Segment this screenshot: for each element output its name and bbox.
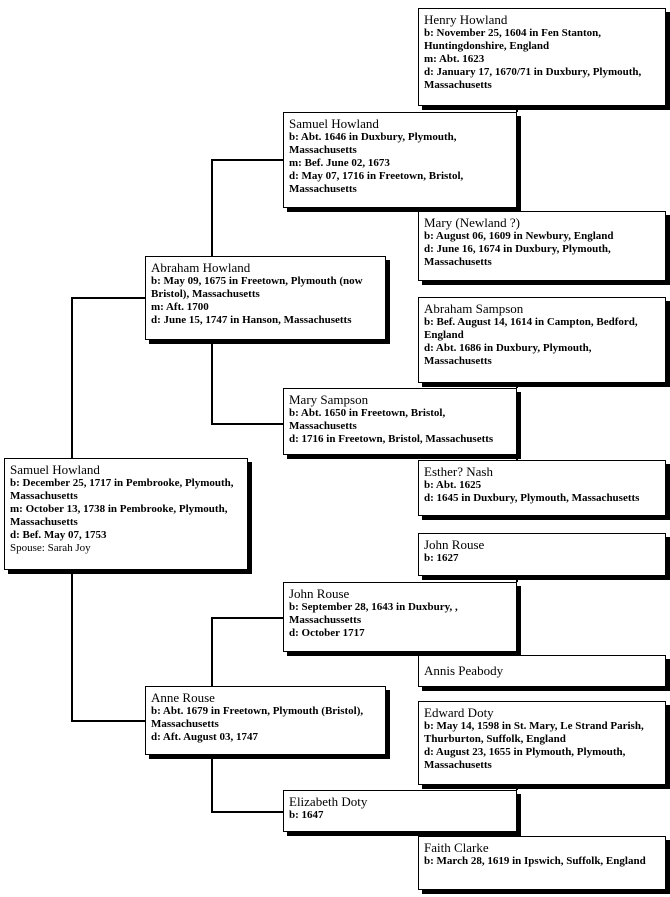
- death-line: d: May 07, 1716 in Freetown, Bristol, Ma…: [289, 170, 464, 195]
- connector-anne-mother: [211, 755, 283, 813]
- birth-line: b: December 25, 1717 in Pembrooke, Plymo…: [10, 477, 234, 502]
- birth-line: b: November 25, 1604 in Fen Stanton, Hun…: [424, 27, 602, 52]
- death-line: d: 1716 in Freetown, Bristol, Massachuse…: [289, 433, 494, 445]
- connector-samuel-parents: [71, 297, 145, 458]
- person-john-rouse-1627[interactable]: John Rouse b: 1627: [418, 533, 666, 576]
- spouse-line: Spouse: Sarah Joy: [10, 542, 91, 554]
- person-details: b: May 14, 1598 in St. Mary, Le Strand P…: [424, 720, 661, 772]
- person-name: Esther? Nash: [424, 464, 493, 479]
- birth-line: b: Abt. 1625: [424, 479, 482, 491]
- death-line: d: June 15, 1747 in Hanson, Massachusett…: [151, 314, 352, 326]
- person-annis-peabody[interactable]: Annis Peabody: [418, 655, 666, 687]
- person-samuel-howland-1717[interactable]: Samuel Howland b: December 25, 1717 in P…: [4, 458, 248, 570]
- person-details: b: Abt. 1650 in Freetown, Bristol, Massa…: [289, 407, 512, 446]
- death-line: d: Aft. August 03, 1747: [151, 731, 258, 743]
- birth-line: b: March 28, 1619 in Ipswich, Suffolk, E…: [424, 855, 646, 867]
- person-details: b: Bef. August 14, 1614 in Campton, Bedf…: [424, 316, 661, 368]
- birth-line: b: Abt. 1650 in Freetown, Bristol, Massa…: [289, 407, 446, 432]
- birth-line: b: Bef. August 14, 1614 in Campton, Bedf…: [424, 316, 638, 341]
- person-name: John Rouse: [289, 586, 350, 601]
- person-name: Henry Howland: [424, 12, 508, 27]
- birth-line: b: Abt. 1679 in Freetown, Plymouth (Bris…: [151, 705, 364, 730]
- person-name: Elizabeth Doty: [289, 794, 368, 809]
- person-name: Faith Clarke: [424, 840, 489, 855]
- person-details: b: September 28, 1643 in Duxbury, , Mass…: [289, 601, 512, 640]
- person-details: b: March 28, 1619 in Ipswich, Suffolk, E…: [424, 855, 661, 868]
- person-details: b: Abt. 1679 in Freetown, Plymouth (Bris…: [151, 705, 381, 744]
- death-line: d: August 23, 1655 in Plymouth, Plymouth…: [424, 746, 626, 771]
- person-name: Samuel Howland: [10, 462, 100, 477]
- marriage-line: m: Abt. 1623: [424, 53, 485, 65]
- person-details: b: Abt. 1646 in Duxbury, Plymouth, Massa…: [289, 131, 512, 196]
- person-details: b: August 06, 1609 in Newbury, England d…: [424, 230, 661, 269]
- birth-line: b: August 06, 1609 in Newbury, England: [424, 230, 614, 242]
- death-line: d: June 16, 1674 in Duxbury, Plymouth, M…: [424, 243, 611, 268]
- person-edward-doty[interactable]: Edward Doty b: May 14, 1598 in St. Mary,…: [418, 701, 666, 785]
- person-name: Samuel Howland: [289, 116, 379, 131]
- person-name: Anne Rouse: [151, 690, 215, 705]
- person-details: b: November 25, 1604 in Fen Stanton, Hun…: [424, 27, 661, 92]
- death-line: d: October 1717: [289, 627, 365, 639]
- birth-line: b: Abt. 1646 in Duxbury, Plymouth, Massa…: [289, 131, 457, 156]
- person-name: Abraham Sampson: [424, 301, 524, 316]
- person-elizabeth-doty[interactable]: Elizabeth Doty b: 1647: [283, 790, 517, 832]
- birth-line: b: September 28, 1643 in Duxbury, , Mass…: [289, 601, 458, 626]
- person-anne-rouse[interactable]: Anne Rouse b: Abt. 1679 in Freetown, Ply…: [145, 686, 386, 755]
- death-line: d: Abt. 1686 in Duxbury, Plymouth, Massa…: [424, 342, 592, 367]
- birth-line: b: 1647: [289, 809, 324, 821]
- marriage-line: m: Aft. 1700: [151, 301, 209, 313]
- marriage-line: m: October 13, 1738 in Pembrooke, Plymou…: [10, 503, 228, 528]
- person-abraham-howland-1675[interactable]: Abraham Howland b: May 09, 1675 in Freet…: [145, 256, 386, 340]
- death-line: d: 1645 in Duxbury, Plymouth, Massachuse…: [424, 492, 640, 504]
- person-details: b: 1627: [424, 552, 661, 565]
- person-details: b: Abt. 1625 d: 1645 in Duxbury, Plymout…: [424, 479, 661, 505]
- person-mary-sampson[interactable]: Mary Sampson b: Abt. 1650 in Freetown, B…: [283, 388, 517, 455]
- person-esther-nash[interactable]: Esther? Nash b: Abt. 1625 d: 1645 in Dux…: [418, 460, 666, 516]
- person-name: Edward Doty: [424, 705, 494, 720]
- connector-abraham-father: [211, 159, 283, 256]
- person-faith-clarke[interactable]: Faith Clarke b: March 28, 1619 in Ipswic…: [418, 836, 666, 890]
- person-samuel-howland-1646[interactable]: Samuel Howland b: Abt. 1646 in Duxbury, …: [283, 112, 517, 208]
- person-name: Mary Sampson: [289, 392, 369, 407]
- person-john-rouse-1643[interactable]: John Rouse b: September 28, 1643 in Duxb…: [283, 582, 517, 652]
- marriage-line: m: Bef. June 02, 1673: [289, 157, 390, 169]
- death-line: d: Bef. May 07, 1753: [10, 529, 107, 541]
- person-abraham-sampson[interactable]: Abraham Sampson b: Bef. August 14, 1614 …: [418, 297, 666, 383]
- person-mary-newland[interactable]: Mary (Newland ?) b: August 06, 1609 in N…: [418, 211, 666, 281]
- birth-line: b: 1627: [424, 552, 459, 564]
- person-henry-howland[interactable]: Henry Howland b: November 25, 1604 in Fe…: [418, 8, 666, 106]
- death-line: d: January 17, 1670/71 in Duxbury, Plymo…: [424, 66, 642, 91]
- person-details: b: December 25, 1717 in Pembrooke, Plymo…: [10, 477, 243, 542]
- person-name: Annis Peabody: [424, 663, 504, 678]
- birth-line: b: May 09, 1675 in Freetown, Plymouth (n…: [151, 275, 363, 300]
- connector-samuel-mother: [71, 570, 145, 722]
- person-details: b: May 09, 1675 in Freetown, Plymouth (n…: [151, 275, 381, 327]
- connector-anne-father: [211, 617, 283, 686]
- person-name: Abraham Howland: [151, 260, 251, 275]
- birth-line: b: May 14, 1598 in St. Mary, Le Strand P…: [424, 720, 644, 745]
- person-name: John Rouse: [424, 537, 485, 552]
- connector-abraham-mother: [211, 340, 283, 425]
- person-details: b: 1647: [289, 809, 512, 822]
- person-name: Mary (Newland ?): [424, 215, 521, 230]
